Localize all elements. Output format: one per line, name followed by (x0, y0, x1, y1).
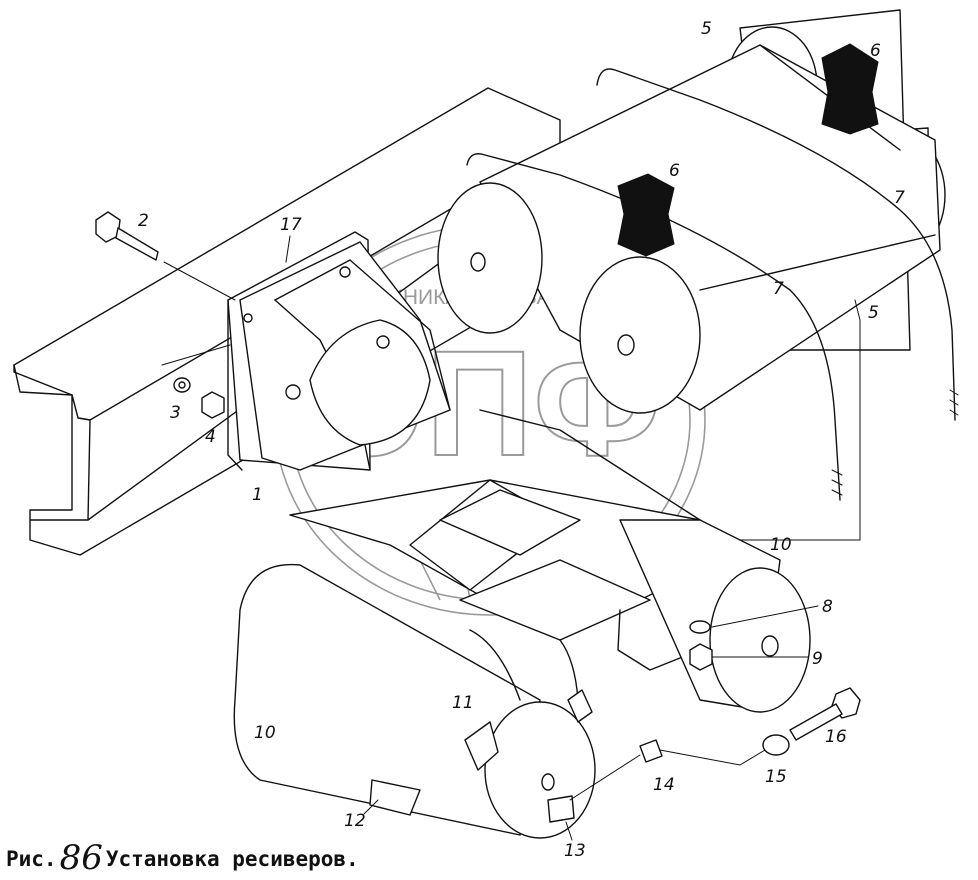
washer-8 (689, 620, 711, 634)
callout-13: 13 (564, 841, 586, 861)
bushing-15 (762, 734, 790, 756)
callout-10-left: 10 (254, 723, 276, 743)
clip-13 (547, 795, 575, 823)
callout-7-upper: 7 (894, 188, 905, 208)
callout-14: 14 (653, 775, 675, 795)
callout-6-lower: 6 (669, 161, 680, 181)
receiver-end-upper-right (579, 256, 701, 414)
upper-straps (466, 43, 959, 541)
lower-receiver-left (233, 563, 596, 839)
figure-number: 86 (59, 838, 103, 878)
caption-title: Установка ресиверов. (105, 847, 359, 871)
upper-receivers (437, 44, 941, 414)
lower-receiver-right (619, 519, 811, 713)
nut-4 (201, 391, 225, 419)
rubber-pad-6-upper (821, 43, 879, 135)
callout-11: 11 (452, 693, 474, 713)
callout-15: 15 (765, 767, 787, 787)
callout-3: 3 (170, 403, 181, 423)
pin-14 (639, 739, 663, 763)
callout-8: 8 (822, 597, 833, 617)
callout-10-right: 10 (770, 535, 792, 555)
callout-4: 4 (205, 427, 216, 447)
callout-7-lower: 7 (773, 279, 784, 299)
callout-1: 1 (252, 485, 263, 505)
callout-2: 2 (138, 211, 149, 231)
callout-16: 16 (825, 727, 847, 747)
callout-6-upper: 6 (870, 41, 881, 61)
callout-5-lower: 5 (868, 303, 879, 323)
support-plate (289, 409, 721, 671)
mounting-bracket (227, 231, 451, 471)
callout-12: 12 (344, 811, 366, 831)
rubber-pad-6-lower (617, 173, 675, 257)
receiver-end-upper-left (437, 182, 543, 334)
callout-5-upper: 5 (701, 19, 712, 39)
callouts: 2 17 3 4 1 5 5 6 6 7 7 8 9 10 10 11 12 1… (138, 19, 905, 861)
nut-9 (689, 643, 713, 671)
callout-17: 17 (280, 215, 302, 235)
fasteners (95, 211, 861, 801)
caption-prefix: Рис. (6, 847, 57, 871)
callout-9: 9 (812, 649, 823, 669)
